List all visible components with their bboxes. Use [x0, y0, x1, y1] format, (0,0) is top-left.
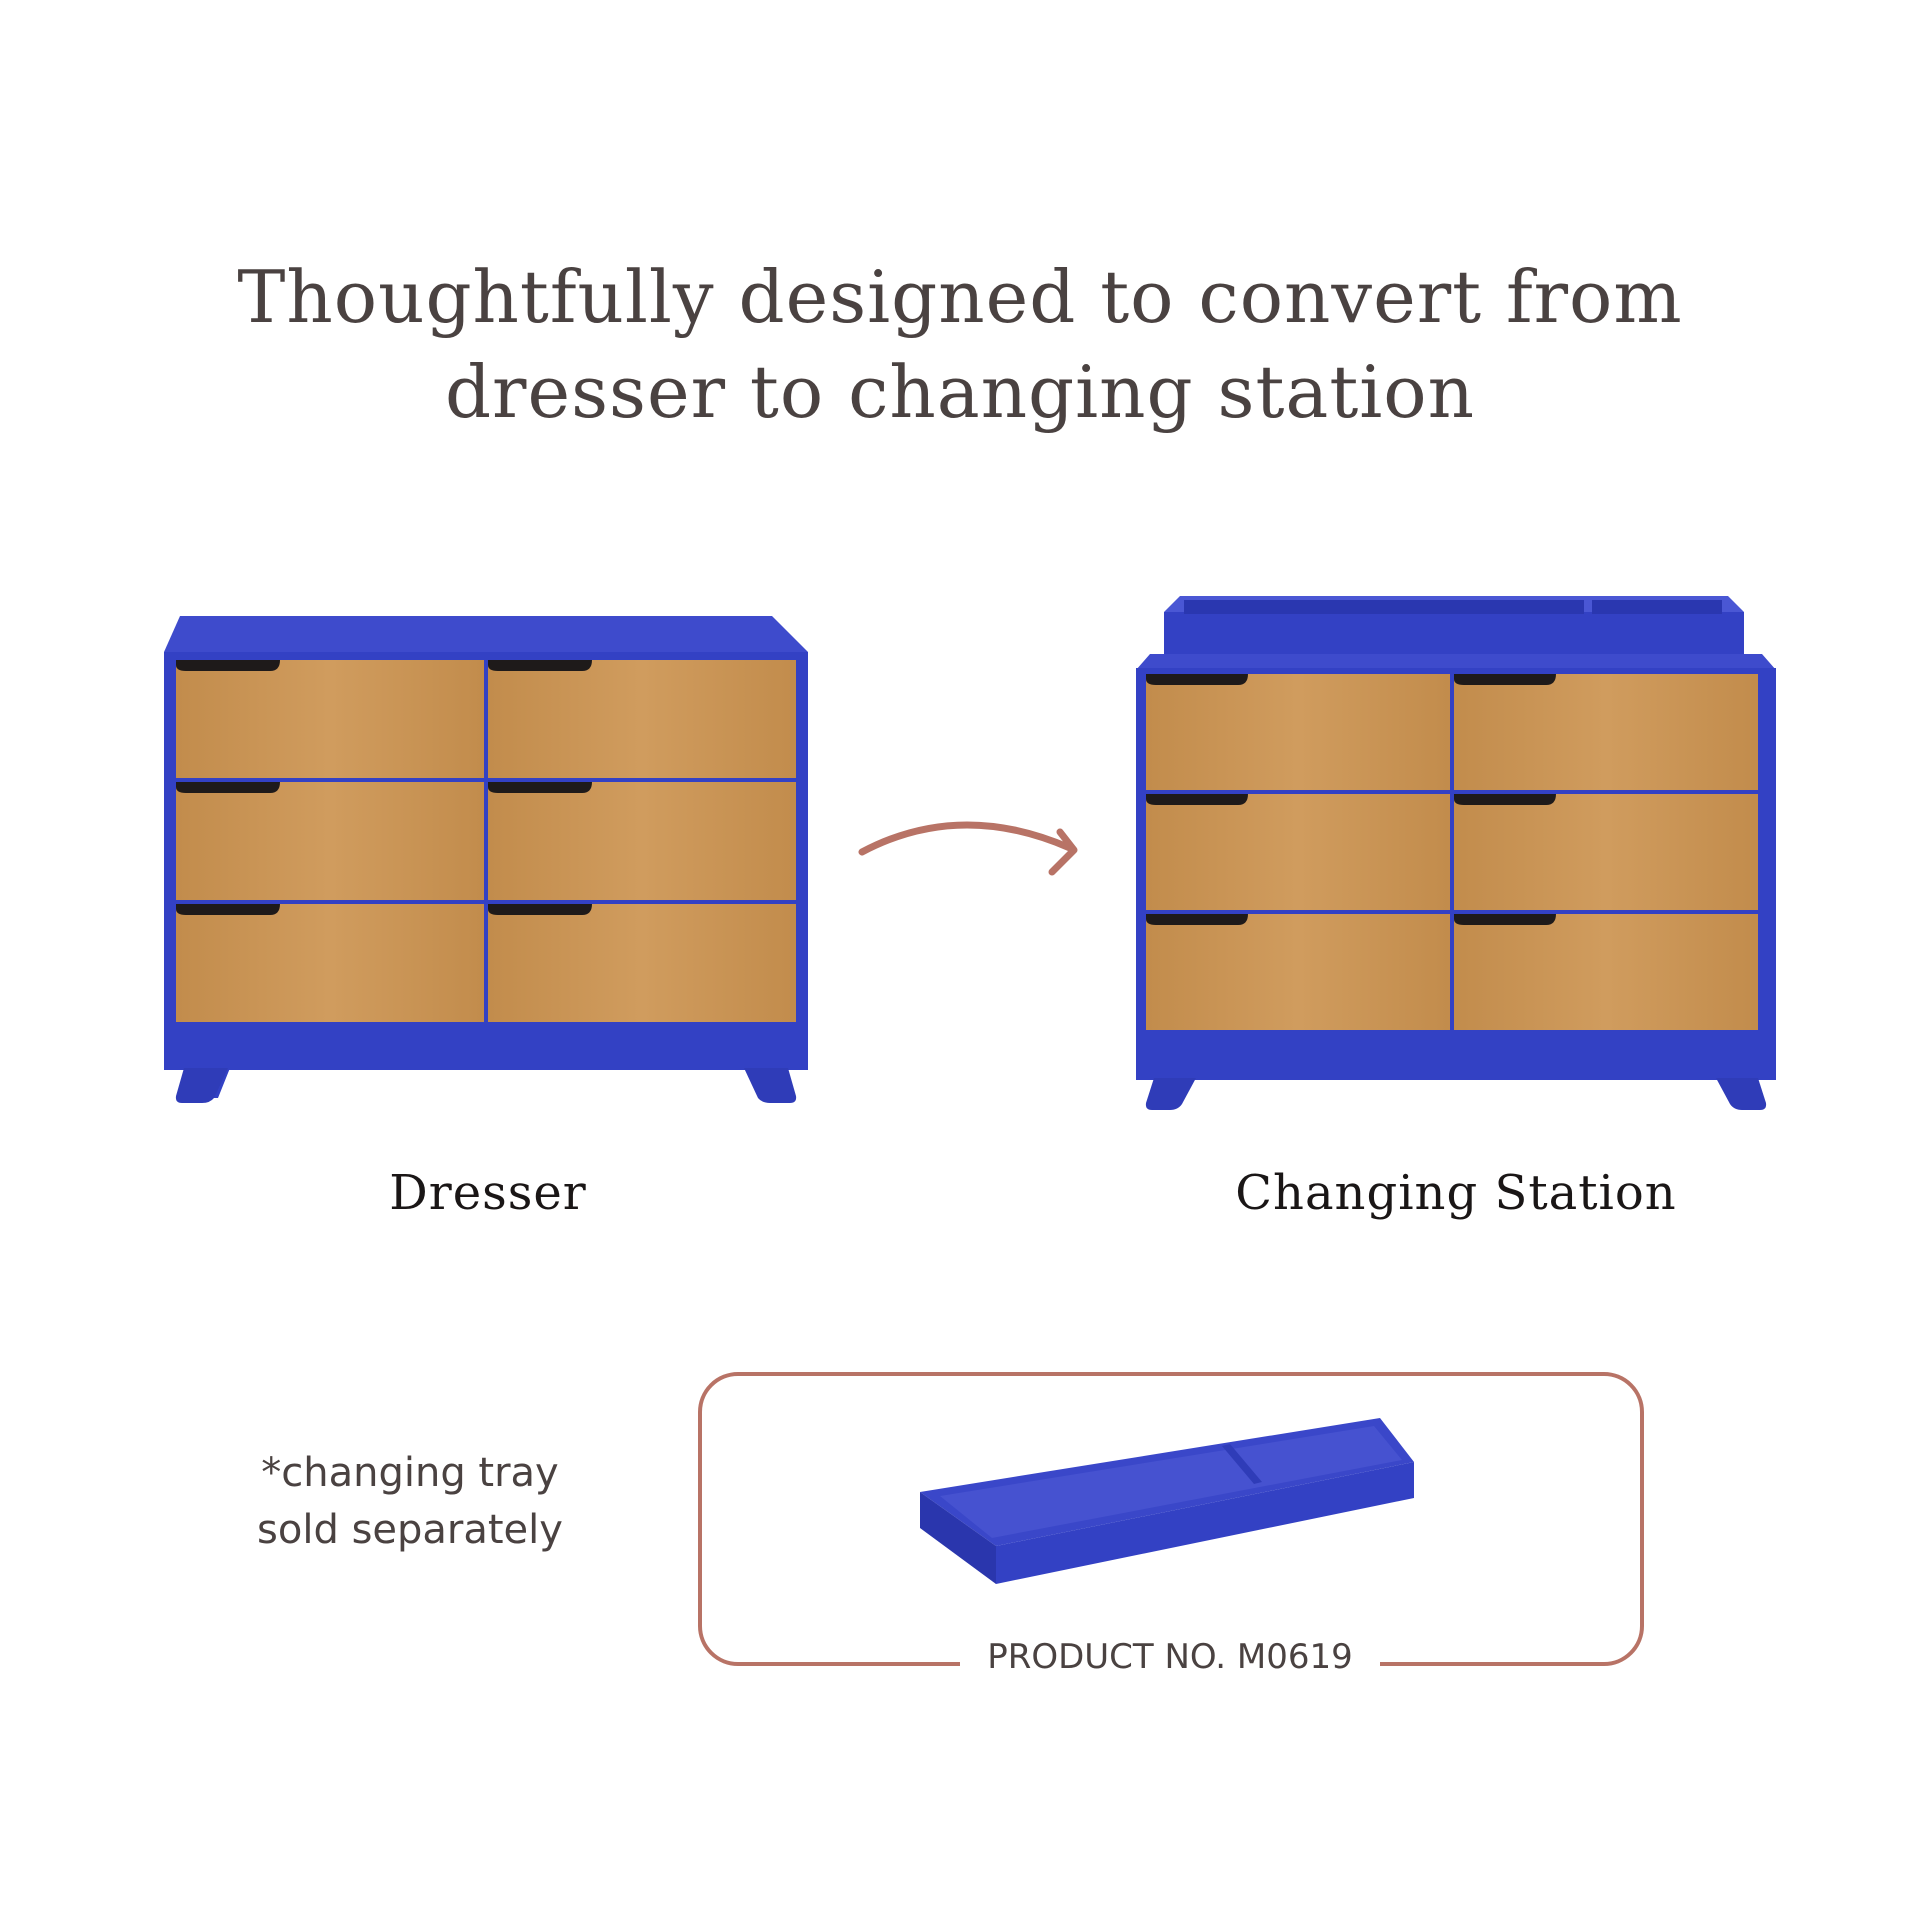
- headline-line-1: Thoughtfully designed to convert from: [237, 255, 1683, 339]
- dresser-drawers: [176, 660, 796, 1022]
- changing-station-drawers: [1146, 674, 1758, 1030]
- convert-arrow-icon: [858, 821, 1078, 876]
- changing-station-illustration: [1136, 596, 1776, 1110]
- changing-station-caption: Changing Station: [1235, 1165, 1677, 1221]
- headline-line-2: dresser to changing station: [444, 350, 1476, 434]
- changing-tray-illustration: [920, 1418, 1414, 1584]
- tray-note-line-2: sold separately: [257, 1507, 563, 1553]
- dresser-caption: Dresser: [389, 1165, 587, 1221]
- changing-tray-frame: [698, 1372, 1644, 1666]
- tray-note-line-1: *changing tray: [261, 1450, 559, 1496]
- headline: Thoughtfully designed to convert from dr…: [0, 250, 1920, 440]
- tray-note: *changing tray sold separately: [210, 1445, 610, 1559]
- product-number: PRODUCT NO. M0619: [960, 1632, 1380, 1682]
- dresser-illustration: [164, 616, 808, 1103]
